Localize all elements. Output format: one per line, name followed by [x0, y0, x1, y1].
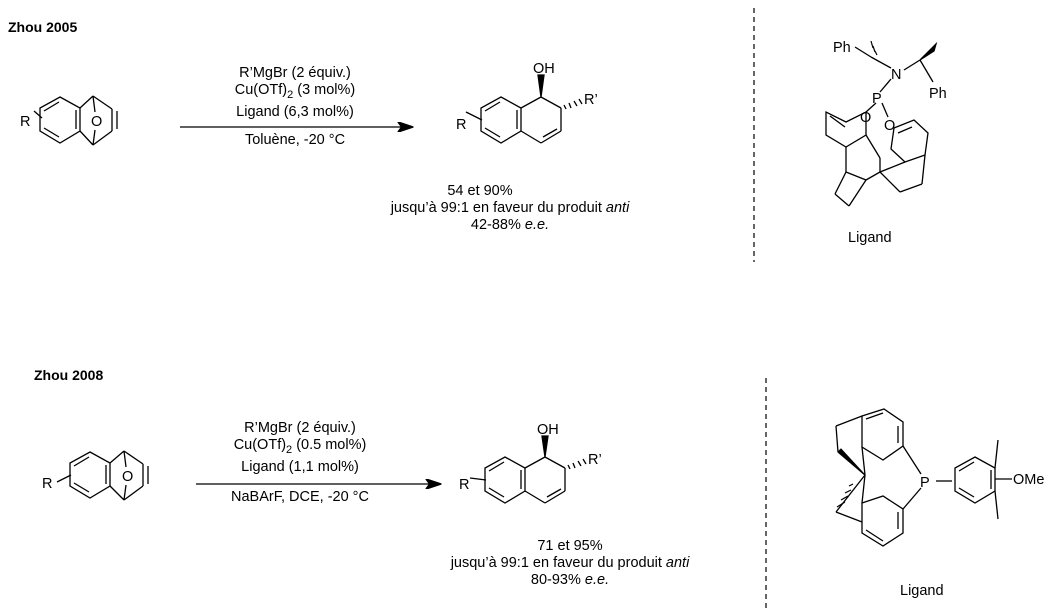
- scheme2-o-bridge: O: [122, 469, 133, 485]
- scheme1-cond-solvent: Toluène, -20 °C: [244, 132, 346, 148]
- scheme1-cond-reagent: R’MgBr (2 équiv.): [239, 65, 351, 81]
- scheme1-ligand-ph2: Ph: [929, 86, 947, 102]
- scheme1-ligand-n: N: [891, 67, 901, 83]
- scheme2-conditions-top: R’MgBr (2 équiv.) Cu(OTf)2 (0.5 mol%) Li…: [200, 420, 400, 476]
- scheme2-ligand-label: Ligand: [900, 583, 944, 599]
- scheme2-r-prod: R: [459, 477, 469, 493]
- scheme1-result-yield: 54 et 90%: [447, 183, 513, 199]
- scheme1-r-prod: R: [456, 117, 466, 133]
- scheme1-o-bridge: O: [91, 114, 102, 130]
- scheme1-ligand-o1: O: [860, 110, 871, 126]
- scheme2-cond-reagent: R’MgBr (2 équiv.): [244, 420, 356, 436]
- scheme2-r-prime: R’: [588, 452, 602, 468]
- scheme1-cond-ligand: Ligand (6,3 mol%): [236, 103, 354, 120]
- scheme1-ligand-hashed-bond: [870, 40, 878, 56]
- scheme1-hashed-bond: [563, 98, 583, 110]
- scheme2-oh: OH: [537, 422, 559, 438]
- scheme2-ligand-wedge-bond: [837, 448, 866, 476]
- scheme1-ligand-o2: O: [884, 118, 895, 134]
- scheme1-title: Zhou 2005: [8, 19, 78, 35]
- scheme2-cond-catalyst: Cu(OTf)2 (0.5 mol%): [233, 437, 367, 456]
- scheme2-result-dr: jusqu’à 99:1 en faveur du produit anti: [450, 555, 690, 571]
- scheme2-result-yield: 71 et 95%: [537, 538, 603, 554]
- scheme2-title: Zhou 2008: [34, 367, 104, 383]
- scheme2-hashed-bond: [567, 458, 587, 470]
- scheme2-starting-material: [56, 450, 149, 501]
- scheme1-conditions-top: R’MgBr (2 équiv.) Cu(OTf)2 (3 mol%) Liga…: [205, 65, 385, 121]
- scheme1-r-prime: R’: [584, 92, 598, 108]
- scheme2-cond-ligand: Ligand (1,1 mol%): [241, 458, 359, 475]
- scheme1-oh: OH: [533, 61, 555, 77]
- scheme1-result-dr: jusqu’à 99:1 en faveur du produit anti: [390, 200, 630, 216]
- scheme2-result-ee: 80-93% e.e.: [530, 572, 610, 588]
- scheme2-cond-solvent: NaBArF, DCE, -20 °C: [231, 489, 369, 505]
- scheme1-ligand-ph1: Ph: [833, 40, 851, 56]
- scheme2-ligand-hashed-bond: [836, 483, 854, 508]
- scheme1-cond-catalyst: Cu(OTf)2 (3 mol%): [234, 82, 356, 101]
- scheme1-product: [465, 74, 562, 144]
- scheme1-result-ee: 42-88% e.e.: [470, 217, 550, 233]
- scheme1-ligand-p: P: [872, 91, 882, 107]
- scheme2-r-start: R: [42, 476, 52, 492]
- scheme1-ligand-label: Ligand: [848, 230, 892, 246]
- scheme1-starting-material: [33, 95, 118, 146]
- scheme2-product: [469, 435, 566, 504]
- scheme2-ligand-ome: OMe: [1013, 472, 1044, 488]
- scheme1-r-start: R: [20, 114, 30, 130]
- scheme2-ligand-box: [809, 395, 1045, 603]
- scheme2-ligand-p: P: [920, 475, 930, 491]
- scheme1-ligand-structure: [825, 41, 938, 207]
- scheme1-ligand-box: [784, 18, 966, 258]
